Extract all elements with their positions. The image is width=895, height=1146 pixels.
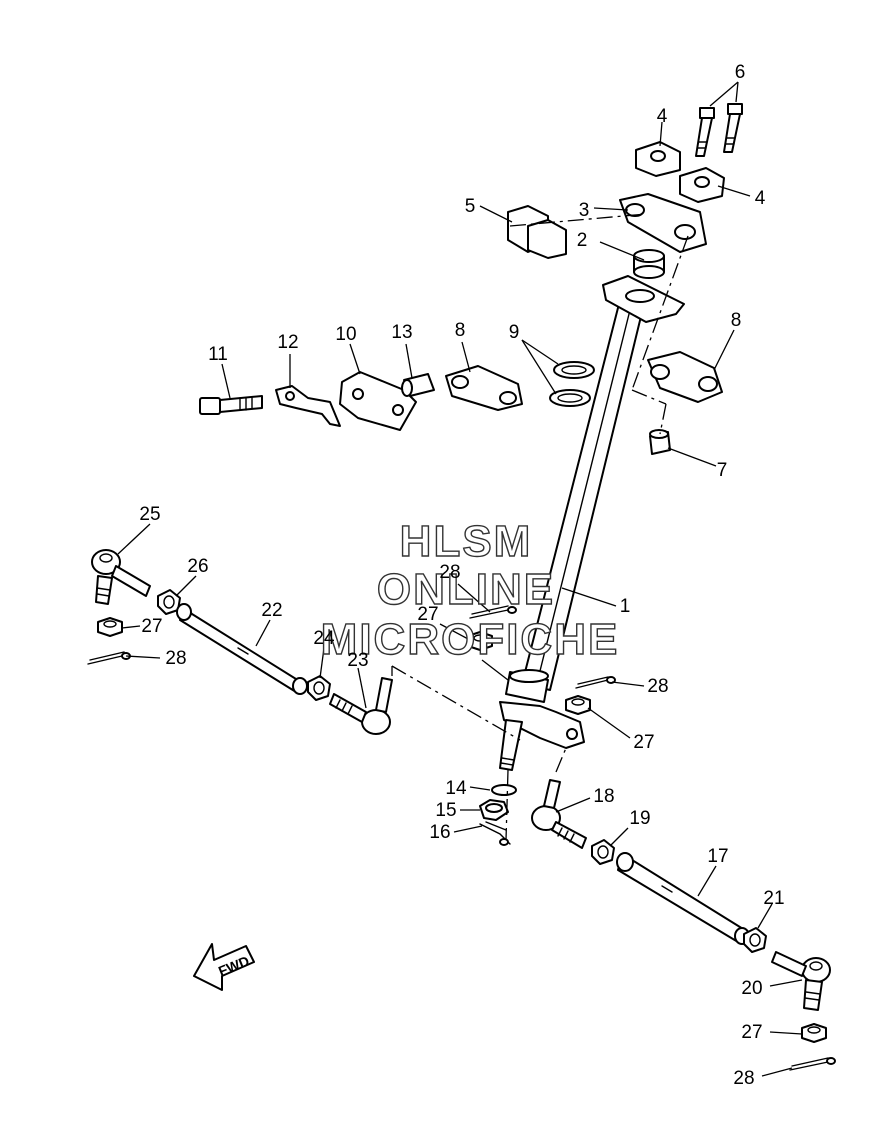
watermark: HLSM ONLINE MICROFICHE	[320, 516, 620, 664]
nut-27-bottom[interactable]	[801, 1023, 827, 1043]
watermark-line2: ONLINE	[377, 565, 555, 614]
callout-15[interactable]: 15	[435, 800, 456, 821]
circlip-upper[interactable]	[553, 361, 595, 379]
circlip-lower[interactable]	[549, 389, 591, 407]
callout-10[interactable]: 10	[335, 324, 356, 345]
tie-rod-end-18[interactable]	[531, 779, 587, 849]
callout-23[interactable]: 23	[347, 650, 368, 671]
shaft-holder-left[interactable]	[445, 365, 523, 411]
callout-27-left[interactable]: 27	[141, 616, 162, 637]
callout-25[interactable]: 25	[139, 504, 160, 525]
bolt-right[interactable]	[723, 103, 743, 153]
locknut-21[interactable]	[743, 927, 767, 953]
bolt-left[interactable]	[695, 107, 715, 157]
callout-7[interactable]: 7	[717, 460, 728, 481]
collar[interactable]	[649, 429, 671, 455]
bracket[interactable]	[619, 193, 707, 253]
handlebar-holder-lower[interactable]	[679, 167, 725, 203]
fwd-arrow-icon: FWD	[193, 943, 255, 991]
callout-11[interactable]: 11	[208, 344, 228, 365]
bushing[interactable]	[633, 249, 665, 279]
locknut-26[interactable]	[157, 589, 181, 615]
nut-27-center[interactable]	[467, 631, 493, 651]
handlebar-holder-upper[interactable]	[635, 141, 681, 177]
cotter-pin-28-bottom[interactable]	[789, 1057, 836, 1071]
callout-26[interactable]: 26	[187, 556, 208, 577]
locknut-24[interactable]	[307, 675, 331, 701]
steering-shaft[interactable]	[499, 275, 685, 771]
callout-18[interactable]: 18	[593, 786, 614, 807]
cotter-pin-28-center[interactable]	[469, 605, 517, 619]
callout-28-left[interactable]: 28	[165, 648, 186, 669]
long-bolt[interactable]	[199, 395, 263, 415]
lock-plate[interactable]	[339, 371, 417, 431]
castle-nut[interactable]	[479, 799, 509, 821]
callout-21[interactable]: 21	[763, 888, 784, 909]
lock-washer-plate[interactable]	[275, 385, 341, 427]
callout-1[interactable]: 1	[620, 596, 631, 617]
callout-27-right[interactable]: 27	[633, 732, 654, 753]
callout-13[interactable]: 13	[391, 322, 412, 343]
nut-27-left[interactable]	[97, 617, 123, 637]
tie-rod-end-23[interactable]	[329, 677, 393, 735]
callout-9[interactable]: 9	[509, 322, 520, 343]
assembly-center-lines	[391, 213, 689, 841]
callout-28-bottom[interactable]: 28	[733, 1068, 754, 1089]
callout-8-right[interactable]: 8	[731, 310, 742, 331]
callout-27-center[interactable]: 27	[417, 604, 438, 625]
callout-4-lower[interactable]: 4	[755, 188, 766, 209]
shaft-holder-right[interactable]	[647, 351, 723, 403]
nut-27-right[interactable]	[565, 695, 591, 715]
leader-lines	[117, 81, 803, 1077]
cotter-pin-16[interactable]	[479, 821, 511, 846]
callout-22[interactable]: 22	[261, 600, 282, 621]
callout-28-center[interactable]: 28	[439, 562, 460, 583]
tie-rod-right[interactable]	[616, 852, 750, 945]
callout-2[interactable]: 2	[577, 230, 588, 251]
callout-24[interactable]: 24	[313, 628, 335, 649]
callout-numbers: 1 2 3 4 4 5 6 7 8 8 9 10 11 12 13 14 15 …	[139, 62, 784, 1089]
callout-6[interactable]: 6	[735, 62, 746, 83]
callout-16[interactable]: 16	[429, 822, 450, 843]
callout-12[interactable]: 12	[277, 332, 298, 353]
callout-17[interactable]: 17	[707, 846, 728, 867]
callout-14[interactable]: 14	[445, 778, 467, 799]
tie-rod-end-20[interactable]	[771, 951, 831, 1011]
washer[interactable]	[491, 784, 517, 796]
callout-8-left[interactable]: 8	[455, 320, 466, 341]
watermark-line3: MICROFICHE	[321, 615, 620, 664]
callout-20[interactable]: 20	[741, 978, 762, 999]
cotter-pin-28-left[interactable]	[87, 651, 131, 665]
callout-28-right[interactable]: 28	[647, 676, 668, 697]
locknut-19[interactable]	[591, 839, 615, 865]
callout-19[interactable]: 19	[629, 808, 650, 829]
damper-block[interactable]	[507, 205, 567, 259]
callout-4-upper[interactable]: 4	[657, 106, 668, 127]
tie-rod-end-25[interactable]	[91, 549, 151, 605]
cotter-pin-28-right[interactable]	[575, 676, 616, 689]
callout-3[interactable]: 3	[579, 200, 590, 221]
callout-5[interactable]: 5	[465, 196, 476, 217]
spacer-collar[interactable]	[401, 373, 435, 397]
callout-27-bottom[interactable]: 27	[741, 1022, 762, 1043]
watermark-line1: HLSM	[400, 517, 533, 566]
tie-rod-left[interactable]	[176, 603, 308, 695]
